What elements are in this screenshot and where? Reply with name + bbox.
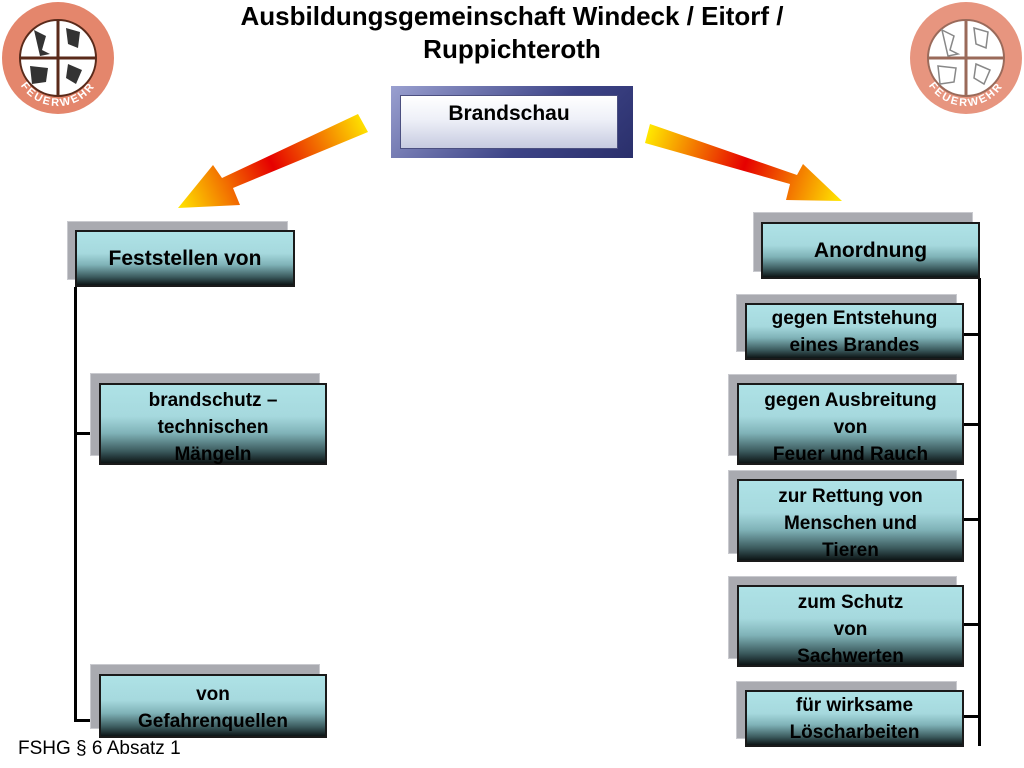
right-connector-h2: [963, 423, 981, 426]
page-title: Ausbildungsgemeinschaft Windeck / Eitorf…: [240, 1, 784, 64]
legal-reference: FSHG § 6 Absatz 1: [18, 738, 181, 759]
arrow-right-icon: [645, 124, 842, 201]
left-connector-h1: [74, 432, 100, 435]
arrow-left-icon: [178, 114, 368, 208]
right-connector-h1: [963, 333, 981, 336]
left-connector-vertical: [74, 287, 77, 722]
fire-department-logo-left: FEUERWEHR: [0, 0, 116, 116]
brandschau-box: Brandschau: [391, 86, 633, 158]
right-connector-h4: [963, 623, 981, 626]
anordnung-header-label: Anordnung: [813, 238, 928, 262]
right-connector-vertical: [978, 278, 981, 746]
left-connector-h2: [74, 719, 100, 722]
brandschau-label: Brandschau: [400, 95, 618, 149]
fire-department-logo-right: FEUERWEHR: [908, 0, 1024, 116]
feststellen-header-label: Feststellen von: [108, 246, 262, 270]
right-connector-h3: [963, 518, 981, 521]
right-connector-h5: [963, 715, 981, 718]
